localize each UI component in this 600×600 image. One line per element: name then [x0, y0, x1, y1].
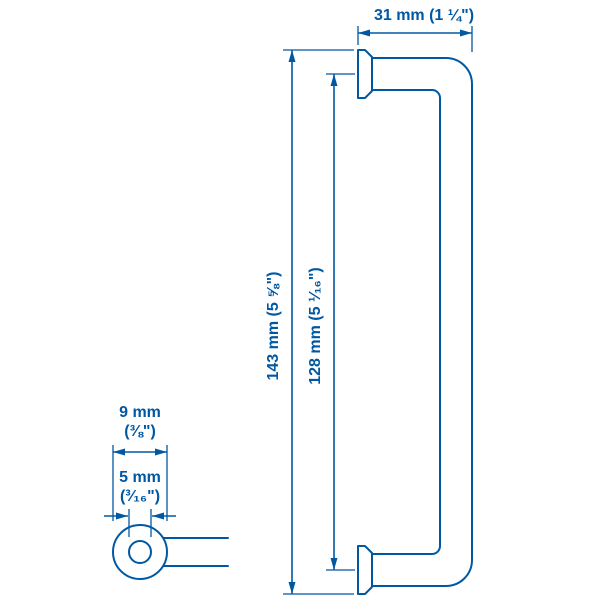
- hole-spacing-dimension-label: 128 mm (5 ¹⁄₁₆"): [307, 267, 324, 385]
- handle-side-profile: [357, 49, 473, 595]
- hole-value-label: 5 mm: [119, 469, 161, 486]
- hole-fraction-label: (³⁄₁₆"): [120, 488, 160, 505]
- width-dimension-label: 31 mm (1 ¼"): [374, 7, 474, 24]
- diameter-value-label: 9 mm: [119, 404, 161, 421]
- top-mounting-flange: [357, 49, 373, 99]
- width-dimension: 31 mm (1 ¼"): [357, 7, 474, 52]
- diameter-fraction-label: (⅜"): [124, 423, 156, 440]
- handle-outline: [365, 57, 473, 587]
- bottom-mounting-flange: [357, 545, 373, 595]
- handle-end-view: [112, 524, 229, 580]
- length-dimension-label: 143 mm (5 ⅝"): [265, 272, 282, 381]
- length-dimension: 143 mm (5 ⅝"): [265, 49, 354, 595]
- diameter-dimension: 9 mm (⅜"): [112, 404, 168, 521]
- hole-spacing-dimension: 128 mm (5 ¹⁄₁₆"): [307, 73, 355, 571]
- hole-diameter-dimension: 5 mm (³⁄₁₆"): [104, 469, 176, 537]
- screw-hole: [128, 540, 152, 564]
